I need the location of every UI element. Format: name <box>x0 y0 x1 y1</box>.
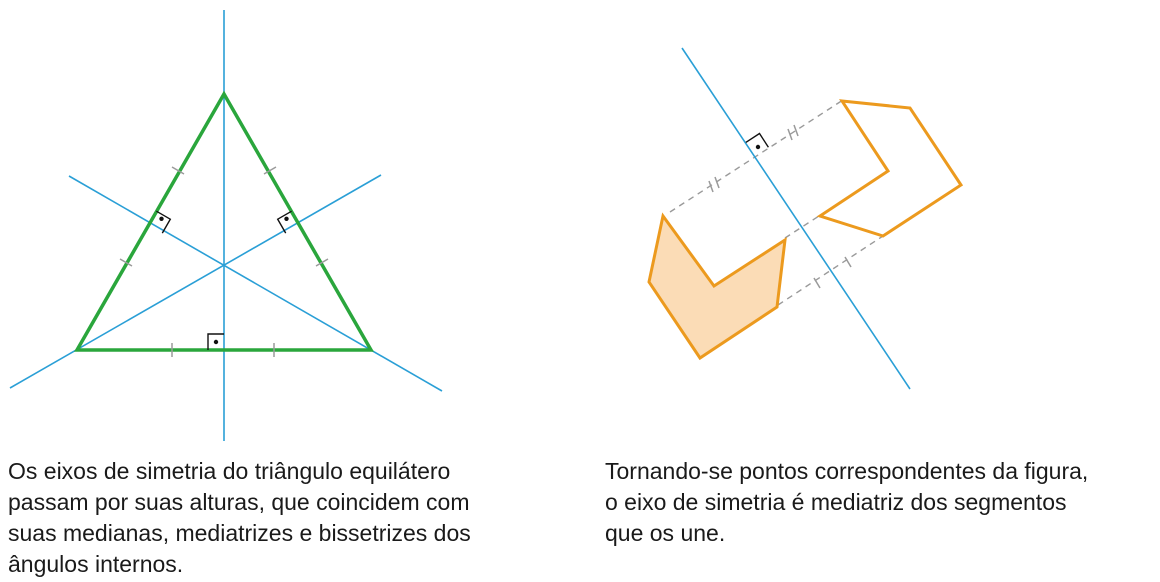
right-angle-mark-base <box>207 333 224 350</box>
tick-mark <box>171 166 185 175</box>
symmetry-axis-oblique <box>681 47 911 390</box>
right-angle-dot <box>213 339 219 345</box>
right-angle-mark-right-side <box>276 210 292 234</box>
caption-line: Os eixos de simetria do triângulo equilá… <box>8 458 451 484</box>
caption-line: que os une. <box>605 520 726 546</box>
caption-line: o eixo de simetria é mediatriz dos segme… <box>605 489 1067 515</box>
double-tick-mark <box>793 124 799 137</box>
right-caption: Tornando-se pontos correspondentes da fi… <box>605 456 1160 549</box>
reflected-shape <box>816 99 964 238</box>
symmetry-axis-right-vertex <box>9 174 382 389</box>
equal-segment-marks <box>708 124 852 289</box>
tick-mark <box>119 258 133 267</box>
right-angle-dot <box>755 144 761 150</box>
single-tick-mark <box>844 256 852 268</box>
original-shape <box>647 212 787 361</box>
dashed-connector <box>777 235 884 306</box>
right-angle-dot <box>284 216 289 221</box>
right-angle-marks <box>156 210 292 350</box>
single-tick-mark <box>813 277 821 289</box>
caption-line: suas medianas, mediatrizes e bissetrizes… <box>8 520 471 546</box>
equilateral-triangle <box>73 90 375 352</box>
symmetry-axis-left-vertex <box>68 175 443 392</box>
side-tick-marks <box>119 166 329 357</box>
tick-mark <box>263 166 277 175</box>
dashed-connector <box>669 99 844 213</box>
right-angle-mark-oblique <box>745 132 769 148</box>
caption-line: passam por suas alturas, que coincidem c… <box>8 489 470 515</box>
triangle-figure <box>9 10 443 441</box>
right-angle-mark-left-side <box>156 210 172 234</box>
tick-mark <box>315 258 329 267</box>
caption-line: ângulos internos. <box>8 551 184 577</box>
caption-line: Tornando-se pontos correspondentes da fi… <box>605 458 1089 484</box>
dashed-connector <box>784 213 823 239</box>
double-tick-mark <box>708 180 714 193</box>
double-tick-mark <box>714 176 720 189</box>
left-caption: Os eixos de simetria do triângulo equilá… <box>8 456 568 580</box>
double-tick-mark <box>787 128 793 141</box>
reflection-figure <box>647 47 964 390</box>
right-angle-dot <box>159 216 164 221</box>
